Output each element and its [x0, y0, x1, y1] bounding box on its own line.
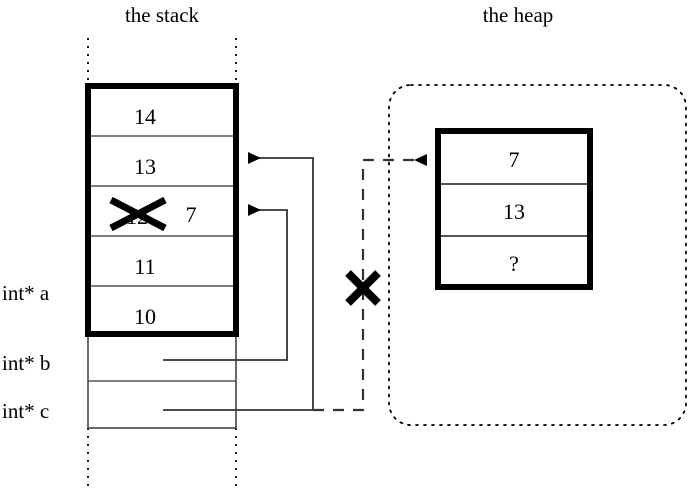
stack-title: the stack	[125, 3, 200, 27]
stack-block-frame	[85, 83, 239, 337]
var-label-a: int* a	[2, 281, 50, 305]
var-label-c: int* c	[2, 399, 49, 423]
stack-cell-11: 11	[134, 254, 155, 279]
pointer-c-arrow	[163, 152, 314, 411]
heap-pointer-dashed-arrow	[313, 154, 427, 412]
heap-boundary	[388, 84, 687, 426]
stack-cell-7: 7	[186, 202, 197, 227]
heap-title: the heap	[483, 3, 554, 27]
stack-cell-10: 10	[134, 304, 156, 329]
invalidated-pointer-x-icon	[345, 270, 381, 306]
struck-value-x-icon	[109, 196, 167, 232]
heap-cell-13: 13	[503, 199, 525, 224]
stack-cell-14: 14	[134, 104, 156, 129]
var-label-b: int* b	[2, 351, 50, 375]
stack-cell-13: 13	[134, 154, 156, 179]
heap-block-frame	[435, 128, 593, 290]
pointer-b-arrow	[163, 204, 288, 361]
heap-cell-unknown: ?	[509, 251, 519, 276]
heap-cell-7: 7	[509, 147, 520, 172]
